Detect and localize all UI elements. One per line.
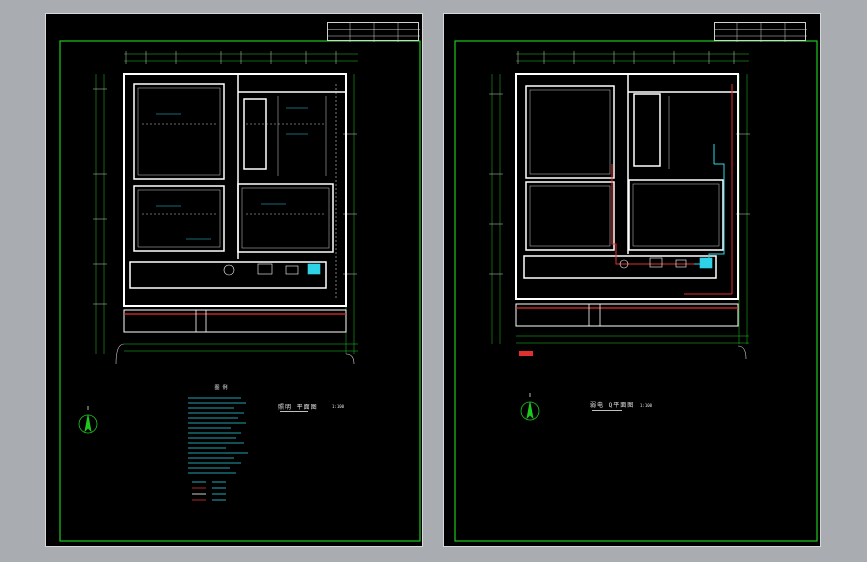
dimension-ticks — [489, 51, 750, 275]
fixtures — [223, 263, 321, 276]
room-inner-lines — [529, 89, 720, 247]
fixtures — [619, 257, 713, 269]
drawing-sheet-weak-current: 弱电 Q平面图 1:100 — [443, 13, 821, 547]
building-outline — [123, 73, 347, 307]
room-walls — [523, 74, 738, 279]
dimension-lines — [491, 53, 749, 344]
sheet-frame — [59, 40, 421, 542]
drawing-sheet-lighting: 照明 平面图 1:100 图 例 — [45, 13, 423, 547]
circuit-label-marks — [156, 107, 308, 240]
road-edge-right — [737, 345, 747, 360]
plan-subtitle-line — [592, 410, 622, 416]
north-arrow-icon — [520, 393, 540, 421]
road-edge — [115, 343, 125, 365]
dimension-lines — [95, 53, 358, 354]
road-edge-right — [345, 353, 355, 365]
plan-scale: 1:100 — [640, 403, 653, 408]
weak-current-plan-drawing — [454, 40, 818, 542]
weak-current-circuits — [611, 84, 733, 295]
sheet-frame — [454, 40, 818, 542]
red-marker — [519, 351, 533, 356]
room-inner-lines — [137, 87, 330, 249]
plan-title: 弱电 Q平面图 — [590, 402, 635, 409]
title-block — [714, 22, 807, 42]
legend: 图 例 — [186, 386, 256, 505]
lighting-plan-drawing — [59, 40, 421, 542]
plan-subtitle-line — [280, 411, 308, 417]
room-walls — [129, 74, 346, 289]
north-arrow-icon — [78, 406, 98, 434]
plan-scale: 1:100 — [332, 404, 345, 409]
title-block — [327, 22, 420, 42]
site-strip — [123, 309, 347, 333]
lighting-circuits — [142, 84, 337, 299]
legend-rows — [188, 397, 248, 500]
plan-title: 照明 平面图 — [278, 404, 318, 411]
building-outline — [515, 73, 739, 300]
site-strip — [515, 303, 739, 327]
legend-heading: 图 例 — [214, 385, 228, 391]
